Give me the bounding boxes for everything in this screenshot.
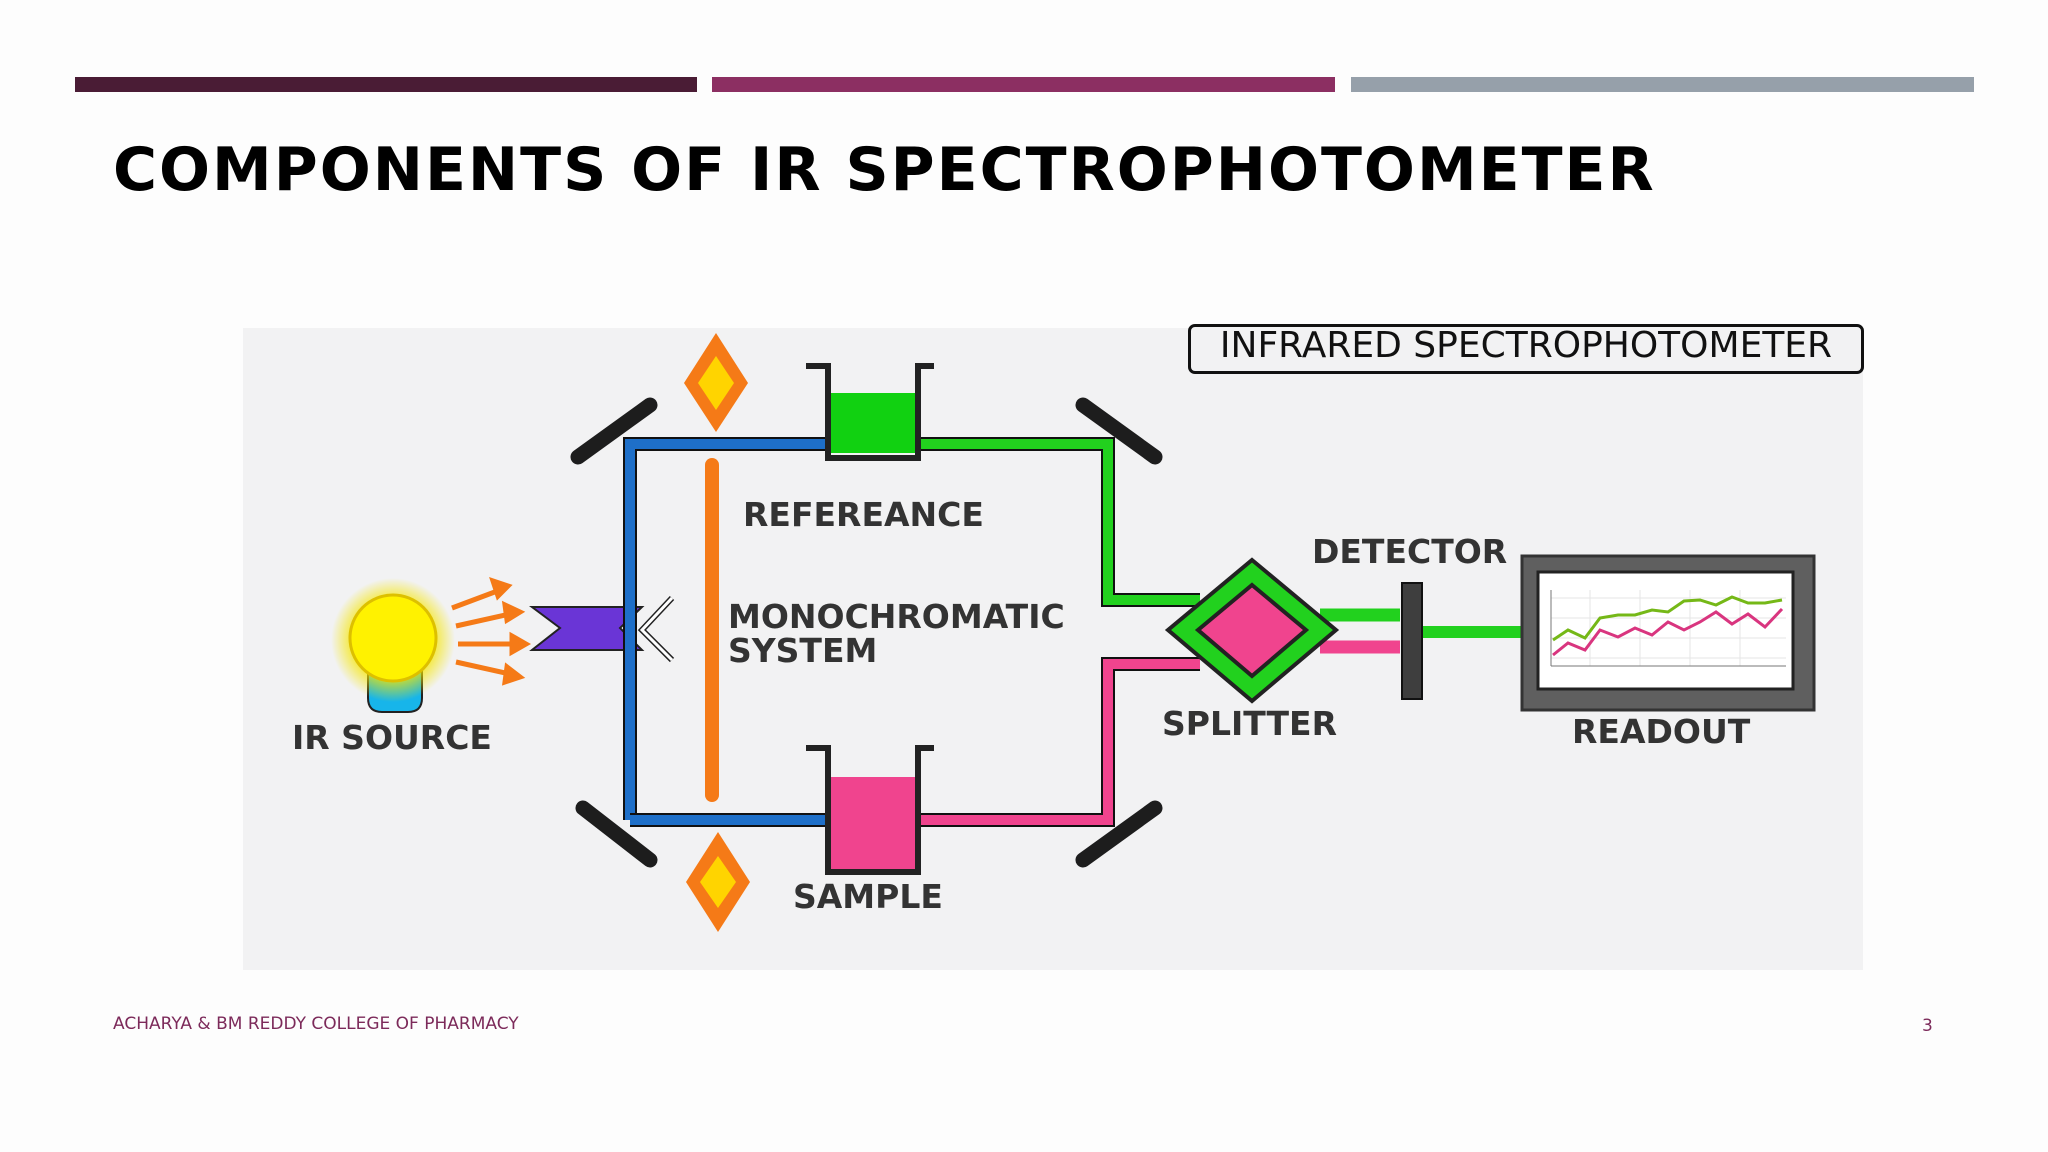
page-number: 3	[1922, 1016, 1933, 1036]
label-detector: DETECTOR	[1312, 532, 1507, 571]
label-ir-source: IR SOURCE	[292, 718, 492, 757]
detector-plate	[1401, 582, 1423, 700]
label-reference: REFEREANCE	[743, 495, 984, 534]
label-sample: SAMPLE	[793, 877, 943, 916]
accent-bar-magenta	[712, 77, 1335, 92]
sample-cell	[806, 745, 934, 875]
label-readout: READOUT	[1572, 712, 1751, 751]
label-monochromatic: MONOCHROMATIC	[728, 597, 1065, 636]
caption-box: INFRARED SPECTROPHOTOMETER	[1188, 324, 1864, 374]
label-system: SYSTEM	[728, 631, 877, 670]
reference-cell	[806, 363, 934, 461]
readout-monitor	[1520, 554, 1816, 712]
accent-bar-gray	[1351, 77, 1974, 92]
beam-paths	[623, 437, 1522, 827]
accent-bar-dark	[75, 77, 697, 92]
readout-pink-trace	[1552, 607, 1784, 657]
optical-chopper	[529, 595, 675, 663]
footer-institution: ACHARYA & BM REDDY COLLEGE OF PHARMACY	[113, 1014, 519, 1034]
mirrors	[570, 397, 1163, 868]
ir-spectrophotometer-diagram: IR SOURCE REFEREANCE MONOCHROMATIC SYSTE…	[243, 328, 1863, 970]
top-diamond	[684, 333, 748, 432]
bottom-diamond	[686, 832, 750, 932]
readout-green-trace	[1552, 595, 1783, 642]
label-splitter: SPLITTER	[1162, 704, 1337, 743]
beam-splitter	[1164, 557, 1340, 704]
slide-title: COMPONENTS OF IR SPECTROPHOTOMETER	[113, 135, 1656, 205]
ir-rays-arrows	[451, 577, 532, 686]
ir-source-bulb	[331, 578, 455, 713]
